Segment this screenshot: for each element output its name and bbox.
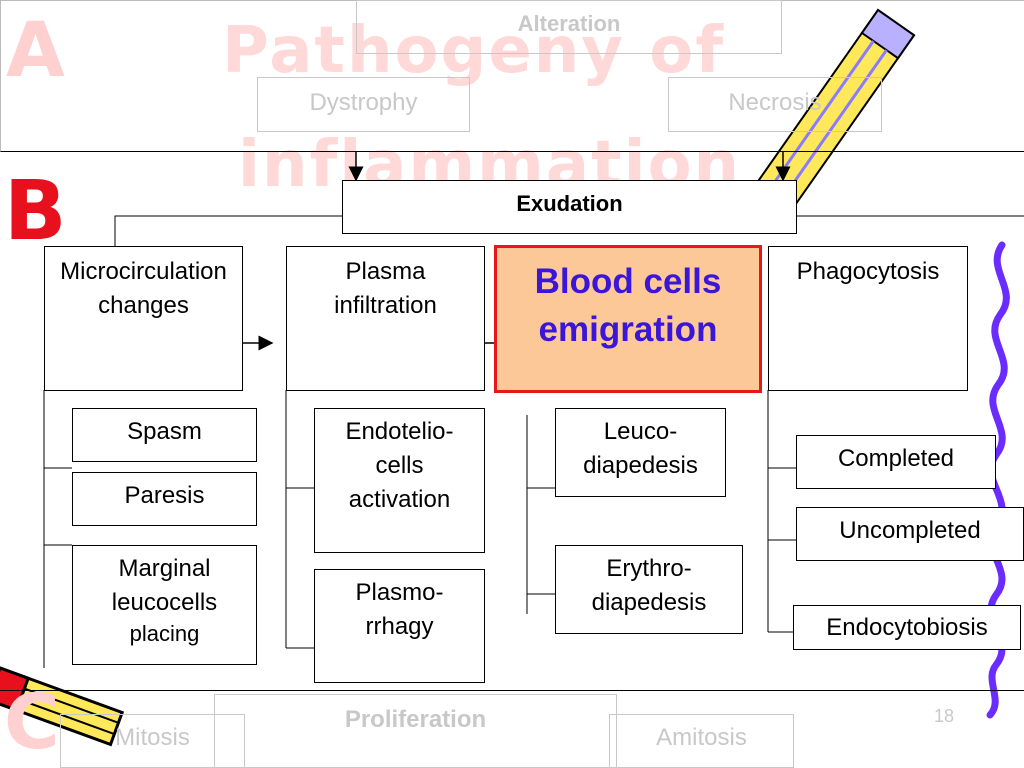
- endocytobiosis-box: Endocytobiosis: [793, 605, 1021, 650]
- microcirculation-box: Microcirculation changes: [44, 246, 243, 391]
- paresis-label: Paresis: [124, 482, 205, 509]
- plasma-infiltration-box: Plasma infiltration: [286, 246, 485, 391]
- necrosis-box: Necrosis: [668, 77, 882, 132]
- alteration-box: Alteration: [356, 0, 782, 54]
- phagocytosis-box: Phagocytosis: [768, 246, 968, 391]
- uncompleted-label: Uncompleted: [839, 517, 981, 544]
- erythrodiapedesis-box: Erythro-diapedesis: [555, 545, 743, 634]
- endocytobiosis-label: Endocytobiosis: [826, 614, 988, 641]
- mitosis-label: Mitosis: [115, 724, 190, 751]
- spasm-box: Spasm: [72, 408, 257, 462]
- marginal-leucocells-box: Marginal leucocells placing: [72, 545, 257, 665]
- endotelio-label: Endotelio-cells activation: [345, 418, 454, 513]
- leucodiapedesis-label: Leuco-diapedesis: [583, 418, 698, 479]
- marginal-label-line3: placing: [129, 621, 200, 646]
- section-letter-a: A: [6, 5, 65, 94]
- uncompleted-box: Uncompleted: [796, 507, 1024, 561]
- dystrophy-box: Dystrophy: [257, 77, 470, 132]
- section-letter-b: B: [4, 164, 67, 259]
- slide-title-line1: Pathogeny of: [222, 14, 726, 88]
- leucodiapedesis-box: Leuco-diapedesis: [555, 408, 726, 497]
- endotelio-box: Endotelio-cells activation: [314, 408, 485, 553]
- necrosis-label: Necrosis: [728, 89, 822, 116]
- page-number: 18: [934, 706, 955, 726]
- paresis-box: Paresis: [72, 472, 257, 526]
- microcirculation-label: Microcirculation changes: [60, 258, 227, 319]
- phagocytosis-label: Phagocytosis: [796, 258, 940, 285]
- marginal-label-line2: leucocells: [111, 589, 218, 616]
- erythrodiapedesis-label: Erythro-diapedesis: [591, 555, 707, 616]
- completed-label: Completed: [837, 445, 955, 472]
- alteration-label: Alteration: [517, 11, 621, 36]
- section-c-frame: [0, 690, 1024, 768]
- proliferation-label: Proliferation: [344, 706, 487, 733]
- blood-cells-emigration-box: Blood cells emigration: [494, 245, 762, 393]
- dystrophy-label: Dystrophy: [309, 89, 418, 116]
- pencil-bottom-icon: [0, 666, 125, 747]
- blood-cells-emigration-label: Blood cells emigration: [534, 262, 722, 349]
- marginal-label-line1: Marginal: [118, 555, 211, 582]
- plasmorrhagy-label: Plasmo-rrhagy: [355, 579, 444, 640]
- plasma-infiltration-label: Plasma infiltration: [334, 258, 437, 319]
- section-letter-c: C: [4, 677, 60, 766]
- exudation-box: Exudation: [342, 180, 797, 234]
- amitosis-label: Amitosis: [656, 724, 747, 751]
- completed-box: Completed: [796, 435, 996, 489]
- spasm-label: Spasm: [127, 418, 202, 445]
- plasmorrhagy-box: Plasmo-rrhagy: [314, 569, 485, 683]
- exudation-label: Exudation: [516, 191, 623, 216]
